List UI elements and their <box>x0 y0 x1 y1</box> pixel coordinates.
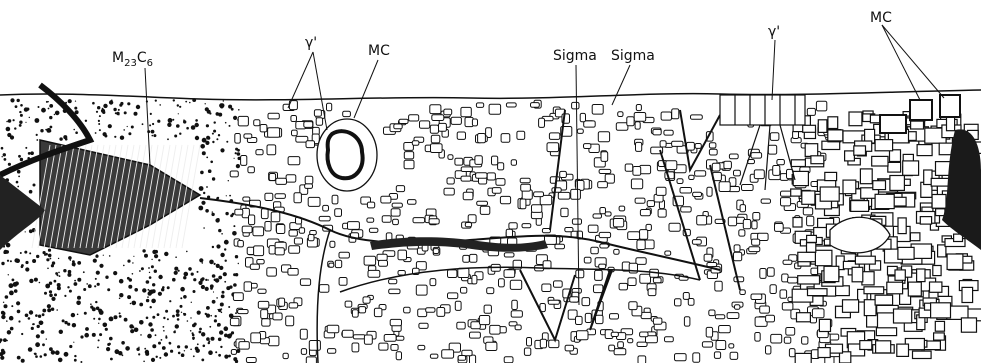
label-gamma-prime-left: γ' <box>305 35 317 51</box>
label-gamma-prime-right: γ' <box>768 24 780 40</box>
label-mc-center: MC <box>368 43 390 59</box>
label-sigma-center: Sigma <box>553 48 597 64</box>
mc-particle-center <box>317 119 377 191</box>
label-sigma-right: Sigma <box>611 48 655 64</box>
label-mc-right: MC <box>870 10 892 26</box>
